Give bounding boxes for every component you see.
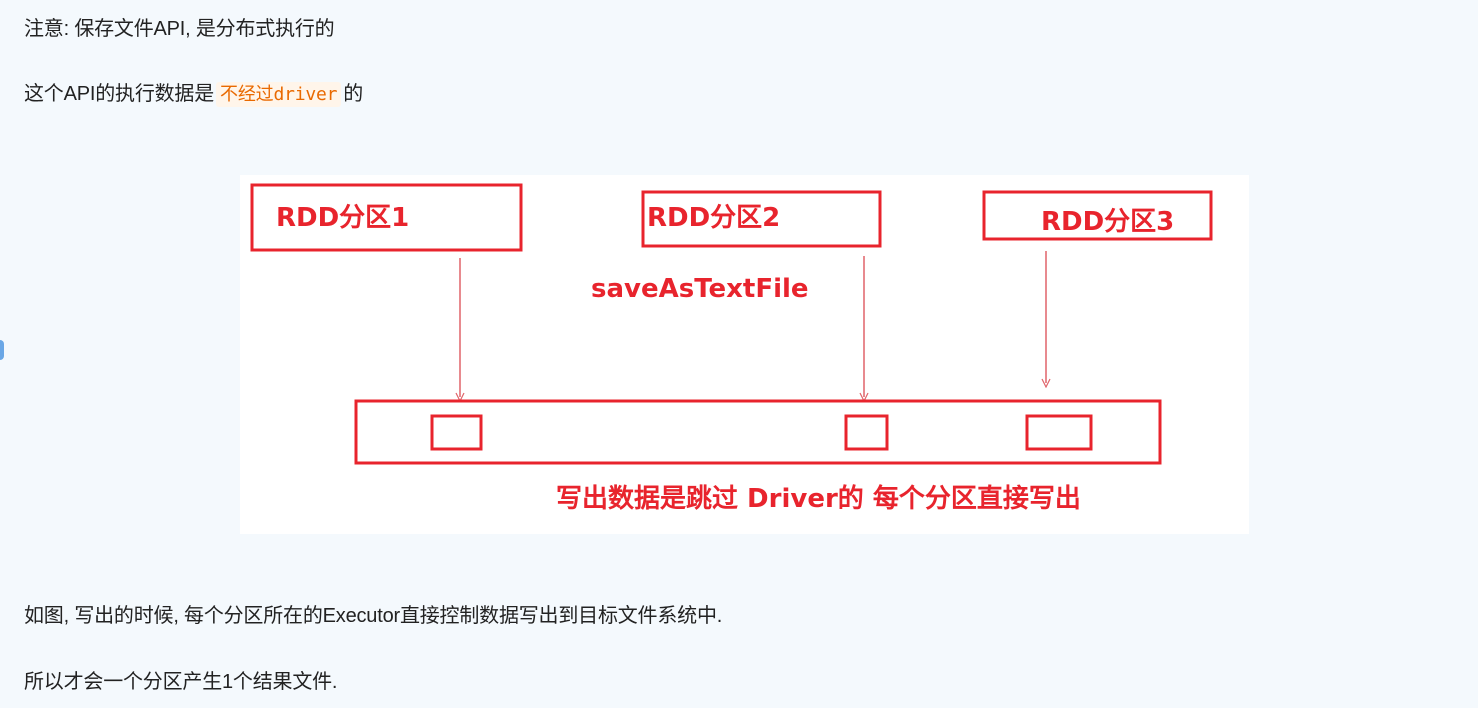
partition-label-3: RDD分区3 xyxy=(1041,207,1175,237)
executor-paragraph: 如图, 写出的时候, 每个分区所在的Executor直接控制数据写出到目标文件系… xyxy=(24,602,722,630)
file-slot-3 xyxy=(1025,414,1093,451)
driver-text-prefix: 这个API的执行数据是 xyxy=(24,83,215,105)
partition-box-3 xyxy=(982,190,1213,241)
target-storage-box xyxy=(354,399,1162,465)
result-paragraph: 所以才会一个分区产生1个结果文件. xyxy=(24,668,337,696)
partition-box-1 xyxy=(250,183,523,252)
save-diagram: RDD分区1 RDD分区2 RDD分区3 saveAsTextFile 写出数据… xyxy=(240,175,1249,534)
result-text: 所以才会一个分区产生1个结果文件. xyxy=(24,671,338,693)
partition-label-2: RDD分区2 xyxy=(647,203,781,233)
file-slot-2 xyxy=(844,414,889,451)
executor-text: 如图, 写出的时候, 每个分区所在的Executor直接控制数据写出到目标文件系… xyxy=(24,605,723,627)
driver-text-suffix: 的 xyxy=(343,83,364,105)
diagram-graphics xyxy=(250,183,1213,465)
file-slot-1 xyxy=(430,414,483,451)
note-text: 注意: 保存文件API, 是分布式执行的 xyxy=(24,18,335,40)
api-label: saveAsTextFile xyxy=(591,274,809,304)
partition-label-1: RDD分区1 xyxy=(276,203,410,233)
scroll-edge-indicator xyxy=(0,340,4,360)
note-paragraph: 注意: 保存文件API, 是分布式执行的 xyxy=(24,15,335,43)
inline-code: 不经过driver xyxy=(216,82,342,107)
partition-box-2 xyxy=(641,190,882,248)
diagram-caption: 写出数据是跳过 Driver的 每个分区直接写出 xyxy=(556,484,1081,514)
